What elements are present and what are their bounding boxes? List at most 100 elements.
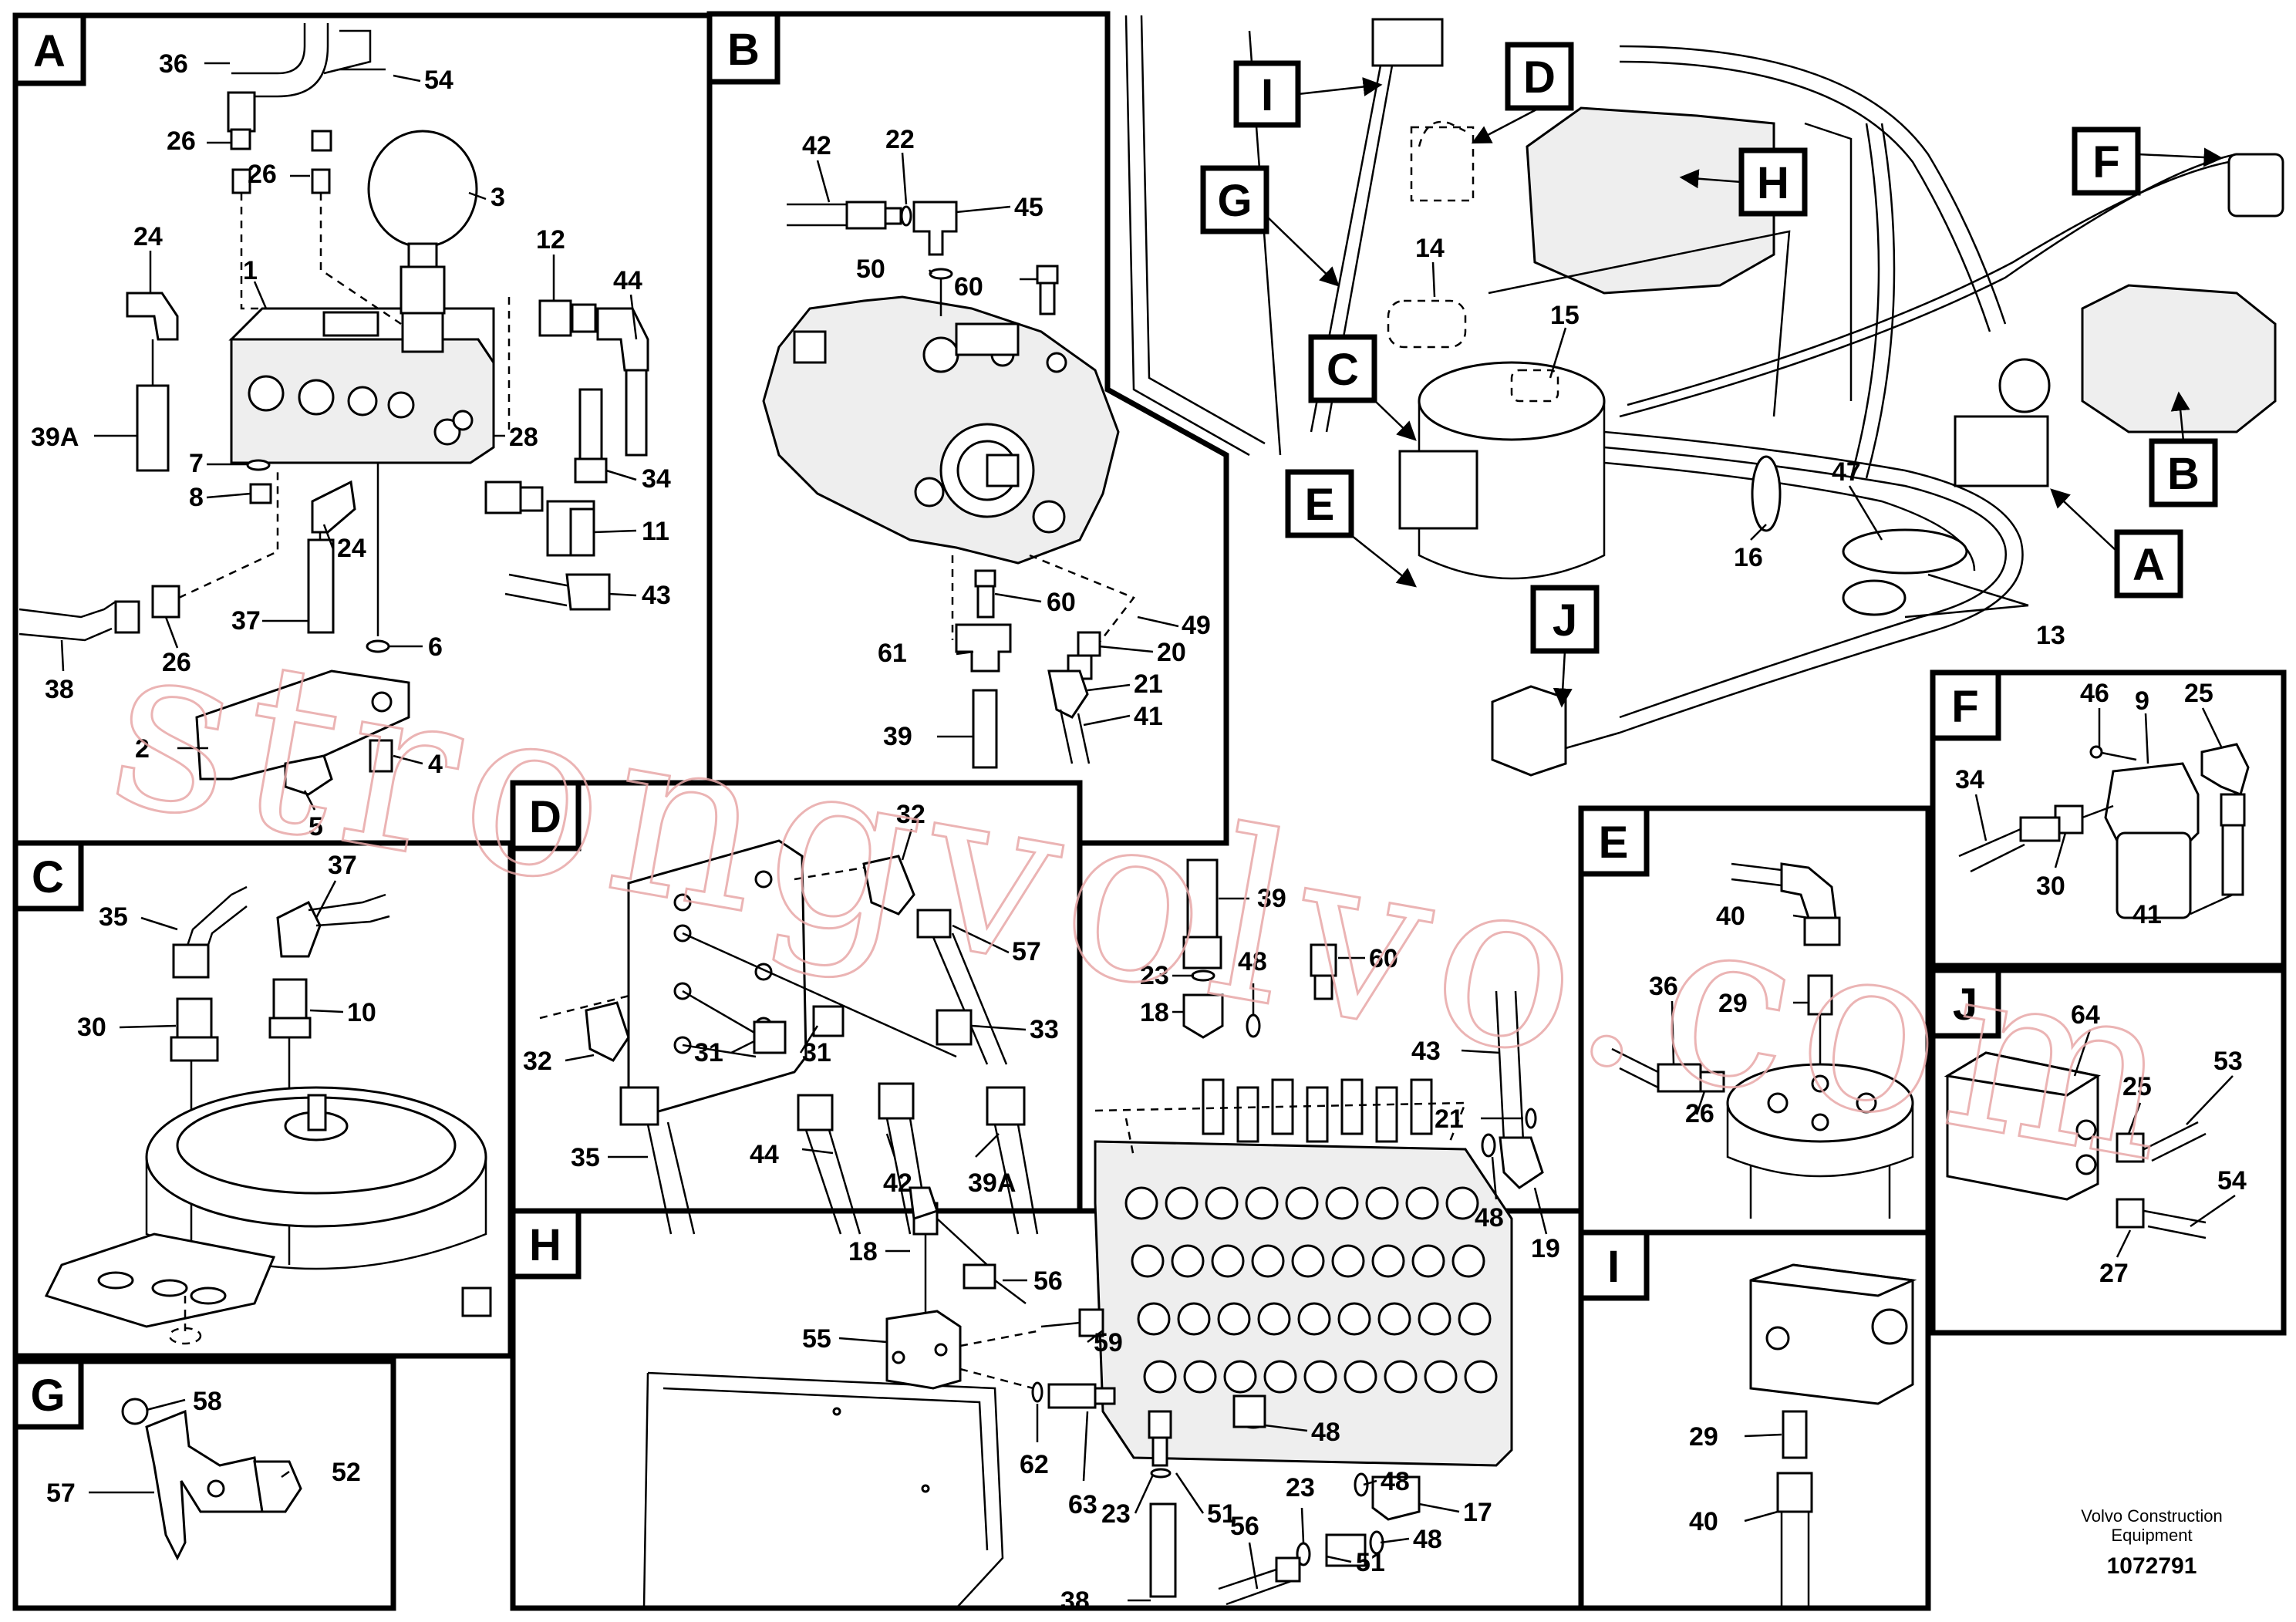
panel-e-letter: E bbox=[1599, 818, 1629, 868]
part-label: 51 bbox=[1207, 1499, 1236, 1529]
part-label: 42 bbox=[883, 1168, 912, 1198]
panel-g-drawing bbox=[121, 1398, 302, 1561]
callout-j: J bbox=[1553, 595, 1577, 646]
control-valve-drawing bbox=[1094, 858, 1544, 1467]
part-label: 48 bbox=[1413, 1525, 1442, 1554]
part-label: 31 bbox=[694, 1038, 723, 1067]
part-label: 34 bbox=[642, 464, 671, 494]
part-label: 38 bbox=[1060, 1587, 1090, 1616]
footer-company-line2: Equipment bbox=[2111, 1526, 2192, 1545]
part-label: 23 bbox=[1101, 1499, 1131, 1529]
part-label: 7 bbox=[189, 449, 204, 478]
part-label: 46 bbox=[2080, 679, 2109, 708]
valve-port bbox=[1458, 1302, 1492, 1336]
valve-port bbox=[1217, 1302, 1251, 1336]
part-label: 34 bbox=[1955, 765, 1984, 794]
part-label: 25 bbox=[2122, 1072, 2152, 1101]
valve-port bbox=[1377, 1302, 1411, 1336]
part-label: 36 bbox=[159, 49, 188, 79]
part-label: 64 bbox=[2071, 1000, 2100, 1030]
part-label: 15 bbox=[1550, 301, 1580, 330]
part-label: 58 bbox=[193, 1387, 222, 1416]
part-label: 16 bbox=[1734, 543, 1763, 572]
panel-c-letter: C bbox=[32, 852, 64, 902]
valve-port bbox=[1165, 1186, 1199, 1220]
valve-port bbox=[1331, 1244, 1365, 1278]
overview-callouts: I G D H F C E J B A bbox=[1200, 42, 2224, 708]
part-label: 48 bbox=[1475, 1203, 1504, 1233]
panel-e-drawing bbox=[1611, 862, 1914, 1219]
panel-g-letter: G bbox=[30, 1371, 65, 1421]
part-label: 30 bbox=[2036, 872, 2065, 901]
part-label: 37 bbox=[328, 851, 357, 880]
panel-a-drawing bbox=[19, 23, 649, 796]
part-label: 24 bbox=[133, 222, 163, 251]
callout-e: E bbox=[1305, 480, 1335, 530]
part-label: 29 bbox=[1718, 989, 1748, 1018]
valve-port bbox=[1365, 1186, 1399, 1220]
part-label: 41 bbox=[1134, 702, 1163, 731]
part-label: 57 bbox=[46, 1479, 76, 1508]
part-label: 23 bbox=[1140, 961, 1169, 990]
callout-h: H bbox=[1757, 158, 1789, 208]
panel-a-letter: A bbox=[33, 26, 66, 76]
part-label: 54 bbox=[2217, 1166, 2247, 1195]
part-label: 60 bbox=[1047, 588, 1076, 617]
part-label: 22 bbox=[885, 125, 915, 154]
part-label: 61 bbox=[878, 639, 907, 668]
part-label: 26 bbox=[248, 160, 277, 189]
valve-port bbox=[1257, 1302, 1291, 1336]
valve-spool-cap bbox=[1306, 1086, 1329, 1143]
panel-c-drawing bbox=[44, 885, 492, 1345]
panel-i-letter: I bbox=[1607, 1242, 1620, 1292]
part-label: 39A bbox=[31, 423, 79, 452]
valve-port bbox=[1337, 1302, 1371, 1336]
part-label: 49 bbox=[1182, 611, 1211, 640]
part-label: 10 bbox=[347, 998, 376, 1027]
part-label: 39 bbox=[883, 722, 912, 751]
part-label: 29 bbox=[1689, 1422, 1718, 1452]
part-label: 9 bbox=[2135, 686, 2149, 716]
part-labels: 36 54 26 26 3 24 1 12 44 39A 28 7 8 34 1… bbox=[31, 49, 2247, 1616]
part-label: 52 bbox=[332, 1458, 361, 1487]
valve-spool-cap bbox=[1340, 1078, 1364, 1135]
part-label: 56 bbox=[1033, 1266, 1063, 1296]
part-label: 35 bbox=[99, 902, 128, 932]
overview-drawing bbox=[1124, 15, 2284, 777]
valve-port bbox=[1171, 1244, 1205, 1278]
panel-j-drawing bbox=[1944, 1051, 2207, 1239]
part-label: 40 bbox=[1716, 902, 1745, 931]
valve-port bbox=[1303, 1360, 1337, 1394]
panel-e-frame bbox=[1578, 805, 1931, 1236]
valve-spool-cap bbox=[1236, 1086, 1259, 1143]
callout-a: A bbox=[2132, 540, 2165, 590]
part-label: 13 bbox=[2036, 621, 2065, 650]
part-label: 41 bbox=[2132, 900, 2162, 929]
part-label: 2 bbox=[135, 734, 150, 764]
valve-port bbox=[1263, 1360, 1297, 1394]
leader-lines bbox=[60, 62, 2236, 1602]
part-label: 51 bbox=[1356, 1548, 1385, 1577]
mounting-bracket bbox=[195, 669, 410, 781]
part-label: 56 bbox=[1230, 1512, 1259, 1541]
part-label: 11 bbox=[642, 517, 669, 546]
part-label: 38 bbox=[45, 675, 74, 704]
valve-port bbox=[1384, 1360, 1418, 1394]
valve-port bbox=[1291, 1244, 1325, 1278]
part-label: 12 bbox=[536, 225, 565, 255]
callout-i: I bbox=[1261, 70, 1273, 120]
part-label: 8 bbox=[189, 483, 204, 512]
valve-port bbox=[1143, 1360, 1177, 1394]
part-label: 43 bbox=[1411, 1037, 1441, 1066]
part-label: 47 bbox=[1832, 457, 1861, 487]
part-label: 48 bbox=[1238, 947, 1267, 976]
valve-port bbox=[1124, 1186, 1158, 1220]
part-label: 44 bbox=[613, 266, 642, 295]
part-label: 60 bbox=[1369, 944, 1398, 973]
panel-h-letter: H bbox=[529, 1220, 561, 1270]
part-label: 62 bbox=[1020, 1450, 1049, 1479]
part-label: 21 bbox=[1435, 1104, 1464, 1134]
part-label: 14 bbox=[1415, 234, 1445, 263]
part-label: 45 bbox=[1014, 193, 1043, 222]
